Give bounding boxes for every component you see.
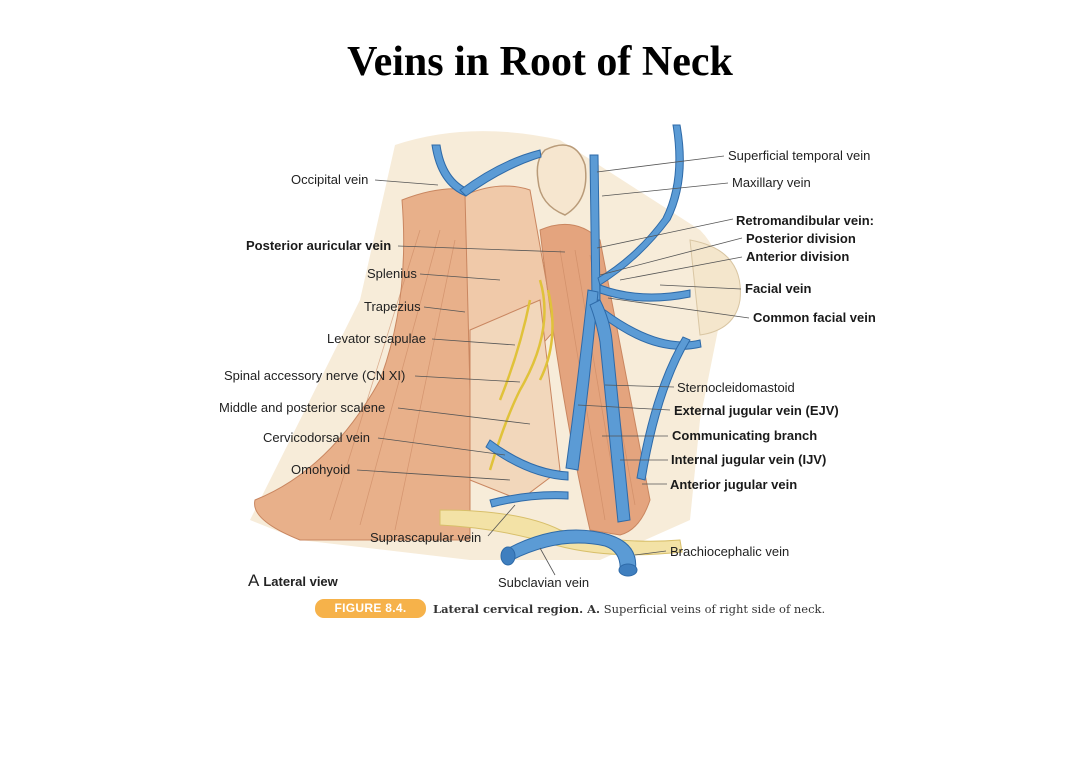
label-levator-scapulae: Levator scapulae [327, 331, 427, 346]
label-brachiocephalic-vein: Brachiocephalic vein [670, 544, 790, 559]
label-maxillary-vein: Maxillary vein [732, 175, 811, 190]
view-text: Lateral view [263, 574, 338, 589]
label-internal-jugular-vein: Internal jugular vein (IJV) [671, 452, 827, 467]
label-suprascapular-vein: Suprascapular vein [370, 530, 482, 545]
label-omohyoid: Omohyoid [291, 462, 351, 477]
internal-jugular-vein [589, 299, 631, 523]
caption-bold: Lateral cervical region. A. [433, 602, 601, 616]
ear [536, 144, 587, 216]
label-posterior-division: Posterior division [746, 231, 856, 246]
suprascapular-vein [489, 491, 569, 508]
view-letter: A [248, 571, 260, 590]
label-anterior-jugular-vein: Anterior jugular vein [670, 477, 798, 492]
label-common-facial-vein: Common facial vein [753, 310, 876, 325]
cervicodorsal-vein [485, 439, 569, 481]
figure-badge: FIGURE 8.4. [315, 599, 426, 618]
label-spinal-accessory-nerve: Spinal accessory nerve (CN XI) [224, 368, 406, 383]
label-external-jugular-vein: External jugular vein (EJV) [674, 403, 839, 418]
figure-caption: Lateral cervical region. A. Superficial … [433, 602, 825, 616]
label-subclavian-vein: Subclavian vein [498, 575, 590, 590]
caption-text: Superficial veins of right side of neck. [603, 602, 826, 616]
label-posterior-auricular-vein: Posterior auricular vein [246, 238, 392, 253]
veins [431, 124, 702, 577]
external-jugular-vein [565, 289, 599, 471]
label-retromandibular-vein: Retromandibular vein: [736, 213, 874, 228]
label-splenius: Splenius [367, 266, 417, 281]
facial-vein [599, 284, 691, 302]
label-middle-posterior-scalene: Middle and posterior scalene [219, 400, 386, 415]
label-superficial-temporal-vein: Superficial temporal vein [728, 148, 871, 163]
label-cervicodorsal-vein: Cervicodorsal vein [263, 430, 370, 445]
label-communicating-branch: Communicating branch [672, 428, 818, 443]
leader-lines [356, 155, 750, 576]
spinal-accessory-nerve [488, 279, 554, 471]
label-anterior-division: Anterior division [746, 249, 850, 264]
page-title: Veins in Root of Neck [347, 39, 733, 85]
anterior-jugular-vein [636, 336, 691, 481]
label-trapezius: Trapezius [364, 299, 421, 314]
label-facial-vein: Facial vein [745, 281, 812, 296]
label-occipital-vein: Occipital vein [291, 172, 369, 187]
label-sternocleidomastoid: Sternocleidomastoid [677, 380, 795, 395]
